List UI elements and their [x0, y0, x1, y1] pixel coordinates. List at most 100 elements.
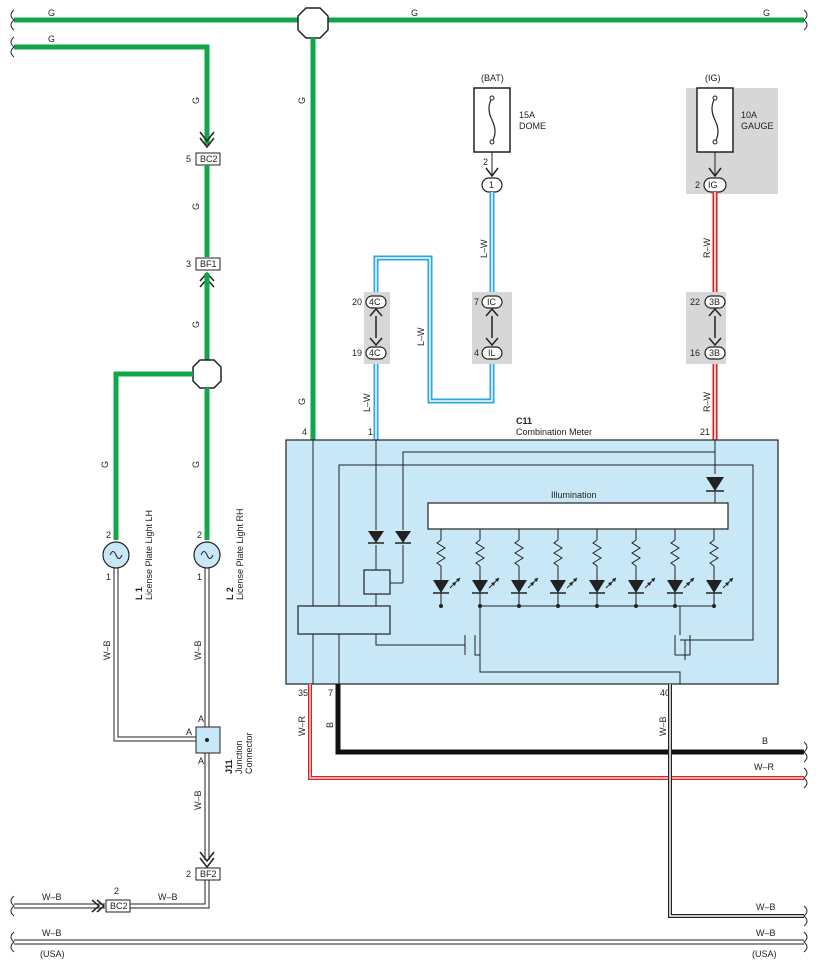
svg-text:1: 1: [489, 180, 494, 190]
svg-text:22: 22: [690, 297, 700, 307]
wire-label-wb-bottom-left2: W–B: [158, 892, 178, 902]
svg-text:7: 7: [328, 688, 333, 698]
svg-text:A: A: [198, 714, 204, 724]
svg-text:10A: 10A: [741, 110, 757, 120]
connector-4c: 4C 20 4C 19: [352, 292, 390, 364]
wire-label-g-meter: G: [297, 398, 307, 405]
svg-text:2: 2: [695, 180, 700, 190]
wire-label-wb-meter: W–B: [658, 716, 668, 736]
svg-text:IG: IG: [708, 180, 718, 190]
wire-label-g-vert-3: G: [191, 321, 201, 328]
svg-text:21: 21: [700, 427, 710, 437]
connector-bf1: BF1 3: [186, 257, 221, 288]
wire-label-wb-lh: W–B: [102, 640, 112, 660]
svg-text:A: A: [198, 756, 204, 766]
svg-text:Junction: Junction: [234, 740, 244, 774]
connector-bc2-top: BC2 5: [186, 152, 221, 166]
svg-text:4: 4: [474, 348, 479, 358]
connector-ic-il: IC 7 IL 4: [472, 292, 512, 364]
connector-3b: 3B 22 3B 16: [686, 292, 726, 364]
wire-label-g-second: G: [48, 34, 55, 44]
fuse-gauge: (IG) 10A GAUGE IG 2: [686, 73, 778, 194]
wb-wires-lamps: [113, 568, 210, 860]
wire-label-g-top-left: G: [48, 8, 55, 18]
svg-text:BF2: BF2: [200, 869, 217, 879]
splice-lower: [192, 359, 222, 389]
meter-bottom-wires: 35 7 40: [298, 684, 808, 927]
led-resistor-pair: [667, 529, 695, 608]
svg-text:7: 7: [474, 297, 479, 307]
svg-text:1: 1: [106, 572, 111, 582]
svg-text:IC: IC: [487, 297, 497, 307]
wire-label-g-vert-1: G: [191, 97, 201, 104]
wire-label-g-top-mid: G: [411, 8, 418, 18]
junction-j11: A A A J11 Junction Connector: [186, 714, 254, 774]
license-light-rh: 2 1 L 2 License Plate Light RH: [193, 508, 245, 600]
blue-wires: [373, 192, 495, 440]
label-usa-right: (USA): [752, 949, 777, 959]
svg-text:4C: 4C: [369, 297, 381, 307]
svg-text:20: 20: [352, 297, 362, 307]
wire-label-wr-right: W–R: [754, 762, 775, 772]
led-resistor-pair: [433, 529, 461, 608]
svg-text:BF1: BF1: [200, 259, 217, 269]
svg-text:(IG): (IG): [705, 73, 721, 83]
svg-text:5: 5: [186, 154, 191, 164]
svg-text:1: 1: [197, 572, 202, 582]
green-line-second: G: [10, 34, 215, 149]
connector-bc2-bottom: BC2 2: [91, 886, 131, 913]
svg-text:3B: 3B: [709, 297, 720, 307]
svg-text:4C: 4C: [369, 348, 381, 358]
led-resistor-pair: [628, 529, 656, 608]
svg-text:16: 16: [690, 348, 700, 358]
svg-text:3B: 3B: [709, 348, 720, 358]
wb-wire-usa: [10, 931, 808, 953]
svg-text:2: 2: [114, 886, 119, 896]
wb-wire-bf2-bottom: [10, 880, 210, 917]
svg-text:2: 2: [483, 157, 488, 167]
led-array: [433, 529, 734, 608]
wire-label-g-lh: G: [100, 461, 110, 468]
led-resistor-pair: [472, 529, 500, 608]
svg-text:Connector: Connector: [244, 732, 254, 774]
wire-label-lw-loop: L–W: [416, 327, 426, 346]
led-resistor-pair: [589, 529, 617, 608]
svg-text:Combination Meter: Combination Meter: [516, 427, 592, 437]
wire-label-b-right: B: [762, 736, 768, 746]
wire-label-wb-right1: W–B: [756, 902, 776, 912]
combination-meter: C11 Combination Meter 4 1 21: [285, 416, 779, 685]
wire-label-wb-bottom-left1: W–B: [42, 892, 62, 902]
green-wire-lh: [113, 371, 193, 540]
svg-text:BC2: BC2: [200, 154, 218, 164]
svg-text:15A: 15A: [519, 110, 535, 120]
led-resistor-pair: [550, 529, 578, 608]
svg-text:DOME: DOME: [519, 121, 546, 131]
svg-text:35: 35: [298, 688, 308, 698]
splice-top: [297, 7, 329, 39]
svg-text:GAUGE: GAUGE: [741, 121, 774, 131]
svg-text:A: A: [186, 727, 192, 737]
svg-text:(BAT): (BAT): [481, 73, 504, 83]
svg-text:19: 19: [352, 348, 362, 358]
license-light-lh: 2 1 L 1 License Plate Light LH: [102, 510, 154, 600]
wire-label-wb-rh: W–B: [193, 640, 203, 660]
label-usa-left: (USA): [40, 949, 65, 959]
svg-text:4: 4: [302, 427, 307, 437]
wire-label-g-meter-upper: G: [297, 97, 307, 104]
wire-label-b-meter: B: [325, 722, 335, 728]
svg-text:License Plate Light RH: License Plate Light RH: [235, 508, 245, 600]
illumination-label: Illumination: [551, 490, 597, 500]
svg-text:J11: J11: [224, 759, 234, 774]
led-resistor-pair: [706, 529, 734, 608]
wire-label-wb-j11: W–B: [193, 790, 203, 810]
svg-text:2: 2: [106, 530, 111, 540]
wire-label-rw-meter: R–W: [702, 391, 712, 412]
svg-text:2: 2: [186, 869, 191, 879]
svg-text:3: 3: [186, 259, 191, 269]
wire-label-wb-right-usa: W–B: [756, 928, 776, 938]
wire-label-wb-left-usa: W–B: [42, 928, 62, 938]
svg-text:1: 1: [368, 427, 373, 437]
wire-label-g-rh: G: [191, 461, 201, 468]
svg-text:License Plate Light LH: License Plate Light LH: [144, 510, 154, 600]
